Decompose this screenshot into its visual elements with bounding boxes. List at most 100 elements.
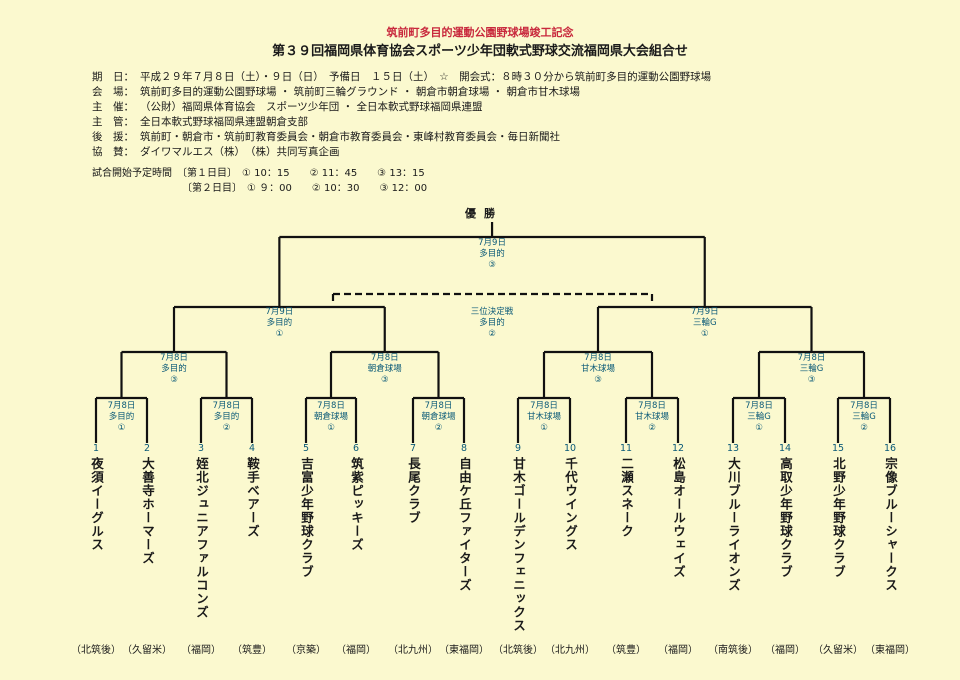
info-support: 後 援：筑前町・朝倉市・筑前町教育委員会・朝倉市教育委員会・東峰村教育委員会・毎… — [92, 131, 560, 143]
info-venue: 会 場：筑前町多目的運動公園野球場 ・ 筑前町三輪グラウンド ・ 朝倉市朝倉球場… — [92, 86, 581, 98]
team-number: 14 — [778, 443, 792, 454]
team-name: 自由ケ丘ファイターズ — [457, 457, 472, 592]
team-region: （筑豊） — [606, 645, 646, 656]
qf-match-3-date: 7月8日 — [584, 353, 612, 363]
team-name: 二瀬スネーク — [619, 457, 634, 538]
team-name: 北野少年野球クラブ — [831, 457, 846, 579]
team-number: 6 — [352, 443, 360, 454]
team-name: 吉富少年野球クラブ — [299, 457, 314, 579]
team-name: 千代ウイングス — [563, 457, 578, 552]
sf-match-1-no: ① — [275, 329, 284, 339]
team-name: 夜須イーグルス — [89, 457, 104, 552]
team-region: （東福岡） — [439, 645, 489, 656]
sf-match-2-venue: 三輪G — [692, 318, 717, 328]
final-match-venue: 多目的 — [479, 249, 505, 259]
r1-match-1-no: ① — [117, 423, 126, 433]
third-place-match-no: ② — [488, 329, 496, 339]
team-name: 鞍手ベアーズ — [245, 457, 260, 538]
r1-match-8-venue: 三輪G — [852, 412, 876, 422]
team-region: （筑豊） — [232, 645, 272, 656]
team-region: （北筑後） — [493, 645, 543, 656]
team-name: 姪北ジュニアファルコンズ — [194, 457, 209, 619]
sf-match-1-date: 7月9日 — [265, 307, 294, 317]
qf-match-2-no: ③ — [380, 375, 389, 385]
r1-match-2-no: ② — [222, 423, 231, 433]
team-region: （北九州） — [545, 645, 595, 656]
r1-match-6-venue: 甘木球場 — [634, 412, 669, 422]
team-name: 高取少年野球クラブ — [778, 457, 793, 579]
r1-match-7-no: ① — [755, 423, 763, 433]
team-number: 1 — [92, 443, 100, 454]
r1-match-7-venue: 三輪G — [747, 412, 771, 422]
team-region: （京築） — [286, 645, 326, 656]
team-name: 長尾クラブ — [406, 457, 421, 525]
sf-match-2-no: ① — [700, 329, 709, 339]
team-region: （南筑後） — [708, 645, 758, 656]
info-sponsor: 協 賛：ダイワマルエス（株） （株）共同写真企画 — [92, 146, 340, 158]
r1-match-7-date: 7月8日 — [745, 401, 773, 411]
r1-match-1-date: 7月8日 — [107, 401, 136, 411]
team-number: 2 — [143, 443, 151, 454]
team-region: （北九州） — [388, 645, 438, 656]
r1-match-5-date: 7月8日 — [530, 401, 558, 411]
team-name: 松島オールウェイズ — [671, 457, 686, 579]
r1-match-3-no: ① — [327, 423, 335, 433]
team-region: （久留米） — [813, 645, 863, 656]
team-number: 15 — [831, 443, 845, 454]
qf-match-2-venue: 朝倉球場 — [367, 364, 402, 374]
qf-match-4-date: 7月8日 — [797, 353, 826, 363]
r1-match-2-date: 7月8日 — [212, 401, 241, 411]
team-number: 9 — [514, 443, 522, 454]
winner-label: 優勝 — [465, 207, 503, 220]
team-number: 16 — [883, 443, 897, 454]
team-number: 3 — [197, 443, 205, 454]
info-organizer: 主 管：全日本軟式野球福岡県連盟朝倉支部 — [92, 116, 308, 128]
team-number: 12 — [671, 443, 685, 454]
r1-match-6-no: ② — [648, 423, 656, 433]
team-region: （北筑後） — [71, 645, 121, 656]
sf-match-2-date: 7月9日 — [690, 307, 719, 317]
r1-match-2-venue: 多目的 — [213, 412, 240, 422]
qf-match-1-no: ③ — [170, 375, 178, 385]
team-number: 10 — [563, 443, 577, 454]
r1-match-1-venue: 多目的 — [108, 412, 135, 422]
team-number: 4 — [248, 443, 256, 454]
schedule-day1: 試合開始予定時間 〔第１日目〕 ① 10：15 ② 11：45 ③ 13：15 — [92, 168, 425, 179]
qf-match-4-venue: 三輪G — [799, 364, 824, 374]
sf-match-1-venue: 多目的 — [266, 318, 293, 328]
team-number: 11 — [619, 443, 633, 454]
team-number: 7 — [409, 443, 417, 454]
r1-match-4-no: ② — [434, 423, 443, 433]
final-match-date: 7月9日 — [478, 238, 506, 248]
r1-match-5-no: ① — [540, 423, 548, 433]
team-region: （福岡） — [658, 645, 698, 656]
team-name: 宗像ブルーシャークス — [883, 457, 898, 592]
pre-title: 筑前町多目的運動公園野球場竣工記念 — [386, 26, 574, 39]
page-title: 第３９回福岡県体育協会スポーツ少年団軟式野球交流福岡県大会組合せ — [272, 44, 688, 59]
r1-match-5-venue: 甘木球場 — [526, 412, 561, 422]
team-region: （久留米） — [122, 645, 172, 656]
team-number: 13 — [726, 443, 740, 454]
info-date: 期 日：平成２９年７月８日（土）・９日（日） 予備日 １５日（土） ☆ 開会式：… — [92, 71, 712, 83]
r1-match-4-venue: 朝倉球場 — [421, 412, 456, 422]
r1-match-6-date: 7月8日 — [638, 401, 666, 411]
team-number: 5 — [302, 443, 310, 454]
team-name: 大善寺ホーマーズ — [140, 457, 155, 565]
qf-match-2-date: 7月8日 — [370, 353, 399, 363]
third-place-match-title: 三位決定戦 — [470, 307, 514, 317]
